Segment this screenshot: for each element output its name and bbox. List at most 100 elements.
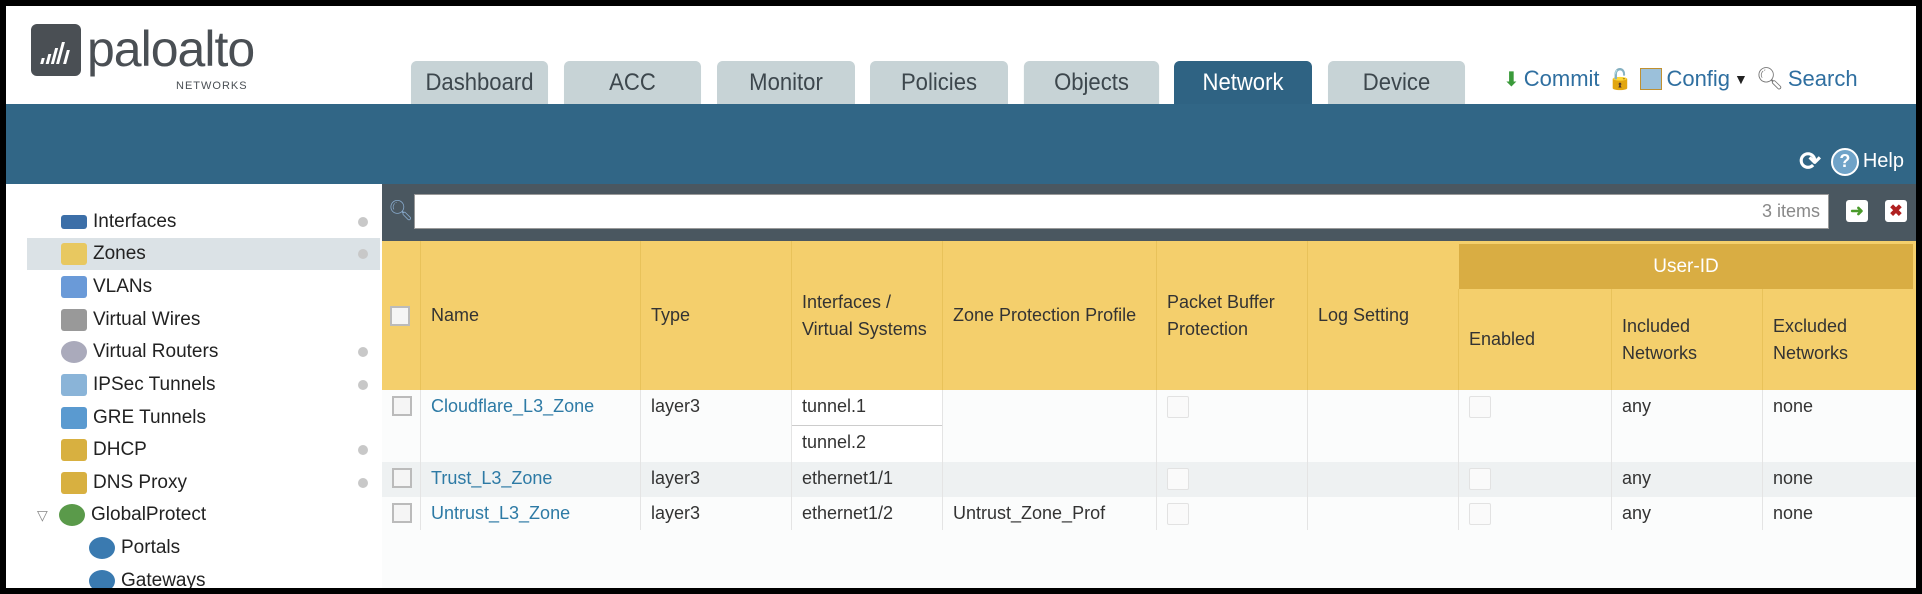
commit-icon: ⬇ (1503, 68, 1520, 91)
tab-dashboard[interactable]: Dashboard (410, 61, 549, 104)
zone-type: layer3 (640, 497, 791, 530)
sidebar-item-virtual-wires[interactable]: Virtual Wires (27, 304, 380, 336)
tab-policies[interactable]: Policies (870, 61, 1008, 104)
tab-acc[interactable]: ACC (563, 61, 702, 104)
logo-mark-icon (31, 24, 81, 76)
row-checkbox[interactable] (392, 468, 412, 488)
sub-header-bar: ⟳ ? Help (6, 104, 1916, 184)
sidebar-item-label: IPSec Tunnels (93, 374, 216, 395)
search-button[interactable]: 🔍︎ Search (1756, 66, 1858, 92)
sidebar-item-virtual-routers[interactable]: Virtual Routers (27, 336, 380, 368)
gre-icon (61, 407, 87, 429)
sidebar-item-dns-proxy[interactable]: DNS Proxy (27, 467, 380, 499)
sidebar-item-gre-tunnels[interactable]: GRE Tunnels (27, 402, 380, 434)
apply-filter-icon[interactable]: ➜ (1846, 200, 1868, 222)
tab-monitor[interactable]: Monitor (717, 61, 855, 104)
zone-protection-profile (942, 390, 1156, 462)
sidebar-item-globalprotect[interactable]: ▽ GlobalProtect (27, 499, 380, 531)
enabled-cell (1458, 497, 1611, 530)
interface-entry: tunnel.1 (792, 390, 942, 426)
included-networks: any (1611, 462, 1762, 497)
virtual-routers-icon (61, 341, 87, 363)
user-id-enabled-checkbox (1469, 468, 1491, 490)
dhcp-icon (61, 439, 87, 461)
sidebar-item-label: VLANs (93, 276, 153, 297)
dns-icon (61, 472, 87, 494)
status-dot (358, 478, 368, 488)
interfaces-cell: ethernet1/1 (791, 462, 942, 497)
tab-objects[interactable]: Objects (1023, 61, 1160, 104)
row-select-cell (382, 390, 420, 462)
sidebar-item-portals[interactable]: Portals (27, 532, 380, 564)
user-id-enabled-checkbox (1469, 503, 1491, 525)
row-checkbox[interactable] (392, 396, 412, 416)
search-icon: 🔍︎ (1755, 66, 1784, 91)
sidebar-item-zones[interactable]: Zones (27, 238, 380, 270)
sidebar-item-ipsec-tunnels[interactable]: IPSec Tunnels (27, 369, 380, 401)
commit-label: Commit (1523, 66, 1600, 91)
sidebar-item-label: Portals (121, 537, 181, 558)
status-dot (358, 217, 368, 227)
sidebar-item-interfaces[interactable]: Interfaces (27, 206, 380, 238)
enabled-cell (1458, 390, 1611, 462)
sidebar-item-vlans[interactable]: VLANs (27, 271, 380, 303)
zones-icon (61, 243, 87, 265)
item-count: 3 items (1761, 201, 1820, 221)
row-select-cell (382, 497, 420, 530)
select-all-cell (382, 241, 420, 390)
excluded-networks: none (1762, 390, 1912, 462)
expand-triangle-icon[interactable]: ▽ (37, 506, 48, 523)
sidebar-item-gateways[interactable]: Gateways (27, 565, 380, 588)
sidebar-item-label: GlobalProtect (91, 504, 207, 525)
col-name[interactable]: Name (420, 241, 640, 390)
col-log-setting[interactable]: Log Setting (1307, 241, 1458, 390)
interface-entry: ethernet1/1 (802, 468, 894, 488)
user-id-group-header: User-ID (1459, 244, 1913, 289)
sidebar-item-label: GRE Tunnels (93, 407, 206, 428)
refresh-icon[interactable]: ⟳ (1799, 146, 1821, 176)
col-zone-protection[interactable]: Zone Protection Profile (942, 241, 1156, 390)
col-excluded[interactable]: Excluded Networks (1762, 289, 1912, 390)
log-setting (1307, 462, 1458, 497)
zone-name-link[interactable]: Cloudflare_L3_Zone (420, 390, 640, 462)
status-dot (358, 249, 368, 259)
help-button[interactable]: ? Help (1830, 147, 1904, 176)
ipsec-icon (61, 374, 87, 396)
col-interfaces[interactable]: Interfaces / Virtual Systems (791, 241, 942, 390)
tab-device[interactable]: Device (1327, 61, 1466, 104)
zone-name-link[interactable]: Trust_L3_Zone (420, 462, 640, 497)
included-networks: any (1611, 390, 1762, 462)
col-packet-buffer[interactable]: Packet Buffer Protection (1156, 241, 1307, 390)
sidebar-item-dhcp[interactable]: DHCP (27, 434, 380, 466)
col-included[interactable]: Included Networks (1611, 289, 1762, 390)
table-header: Name Type Interfaces / Virtual Systems Z… (382, 241, 1916, 390)
zone-name-link[interactable]: Untrust_L3_Zone (420, 497, 640, 530)
interface-entry: tunnel.2 (792, 426, 942, 462)
row-checkbox[interactable] (392, 503, 412, 523)
status-dot (358, 445, 368, 455)
packet-buffer-cell (1156, 462, 1307, 497)
row-highlight (382, 462, 1916, 497)
sidebar-item-label: Virtual Routers (93, 341, 219, 362)
select-all-checkbox[interactable] (390, 305, 410, 326)
lock-icon[interactable]: 🔓 (1607, 68, 1633, 91)
col-type[interactable]: Type (640, 241, 791, 390)
help-label: Help (1862, 150, 1904, 172)
log-setting (1307, 390, 1458, 462)
help-icon: ? (1830, 147, 1859, 176)
config-icon (1640, 68, 1663, 90)
interface-entry: ethernet1/2 (802, 503, 894, 523)
status-dot (358, 380, 368, 390)
status-dot (358, 347, 368, 357)
portals-icon (89, 537, 115, 559)
clear-filter-icon[interactable]: ✖ (1885, 200, 1907, 222)
col-enabled[interactable]: Enabled (1458, 289, 1611, 390)
logo-text: paloalto (87, 21, 255, 77)
commit-button[interactable]: ⬇ Commit (1503, 66, 1600, 92)
filter-input[interactable]: 3 items (414, 194, 1829, 229)
filter-bar: 🔍︎ 3 items ➜ ✖ (382, 184, 1916, 241)
row-select-cell (382, 462, 420, 497)
tab-network[interactable]: Network (1174, 61, 1312, 104)
config-button[interactable]: Config ▼ (1640, 66, 1748, 92)
sidebar-item-label: Gateways (121, 570, 206, 588)
